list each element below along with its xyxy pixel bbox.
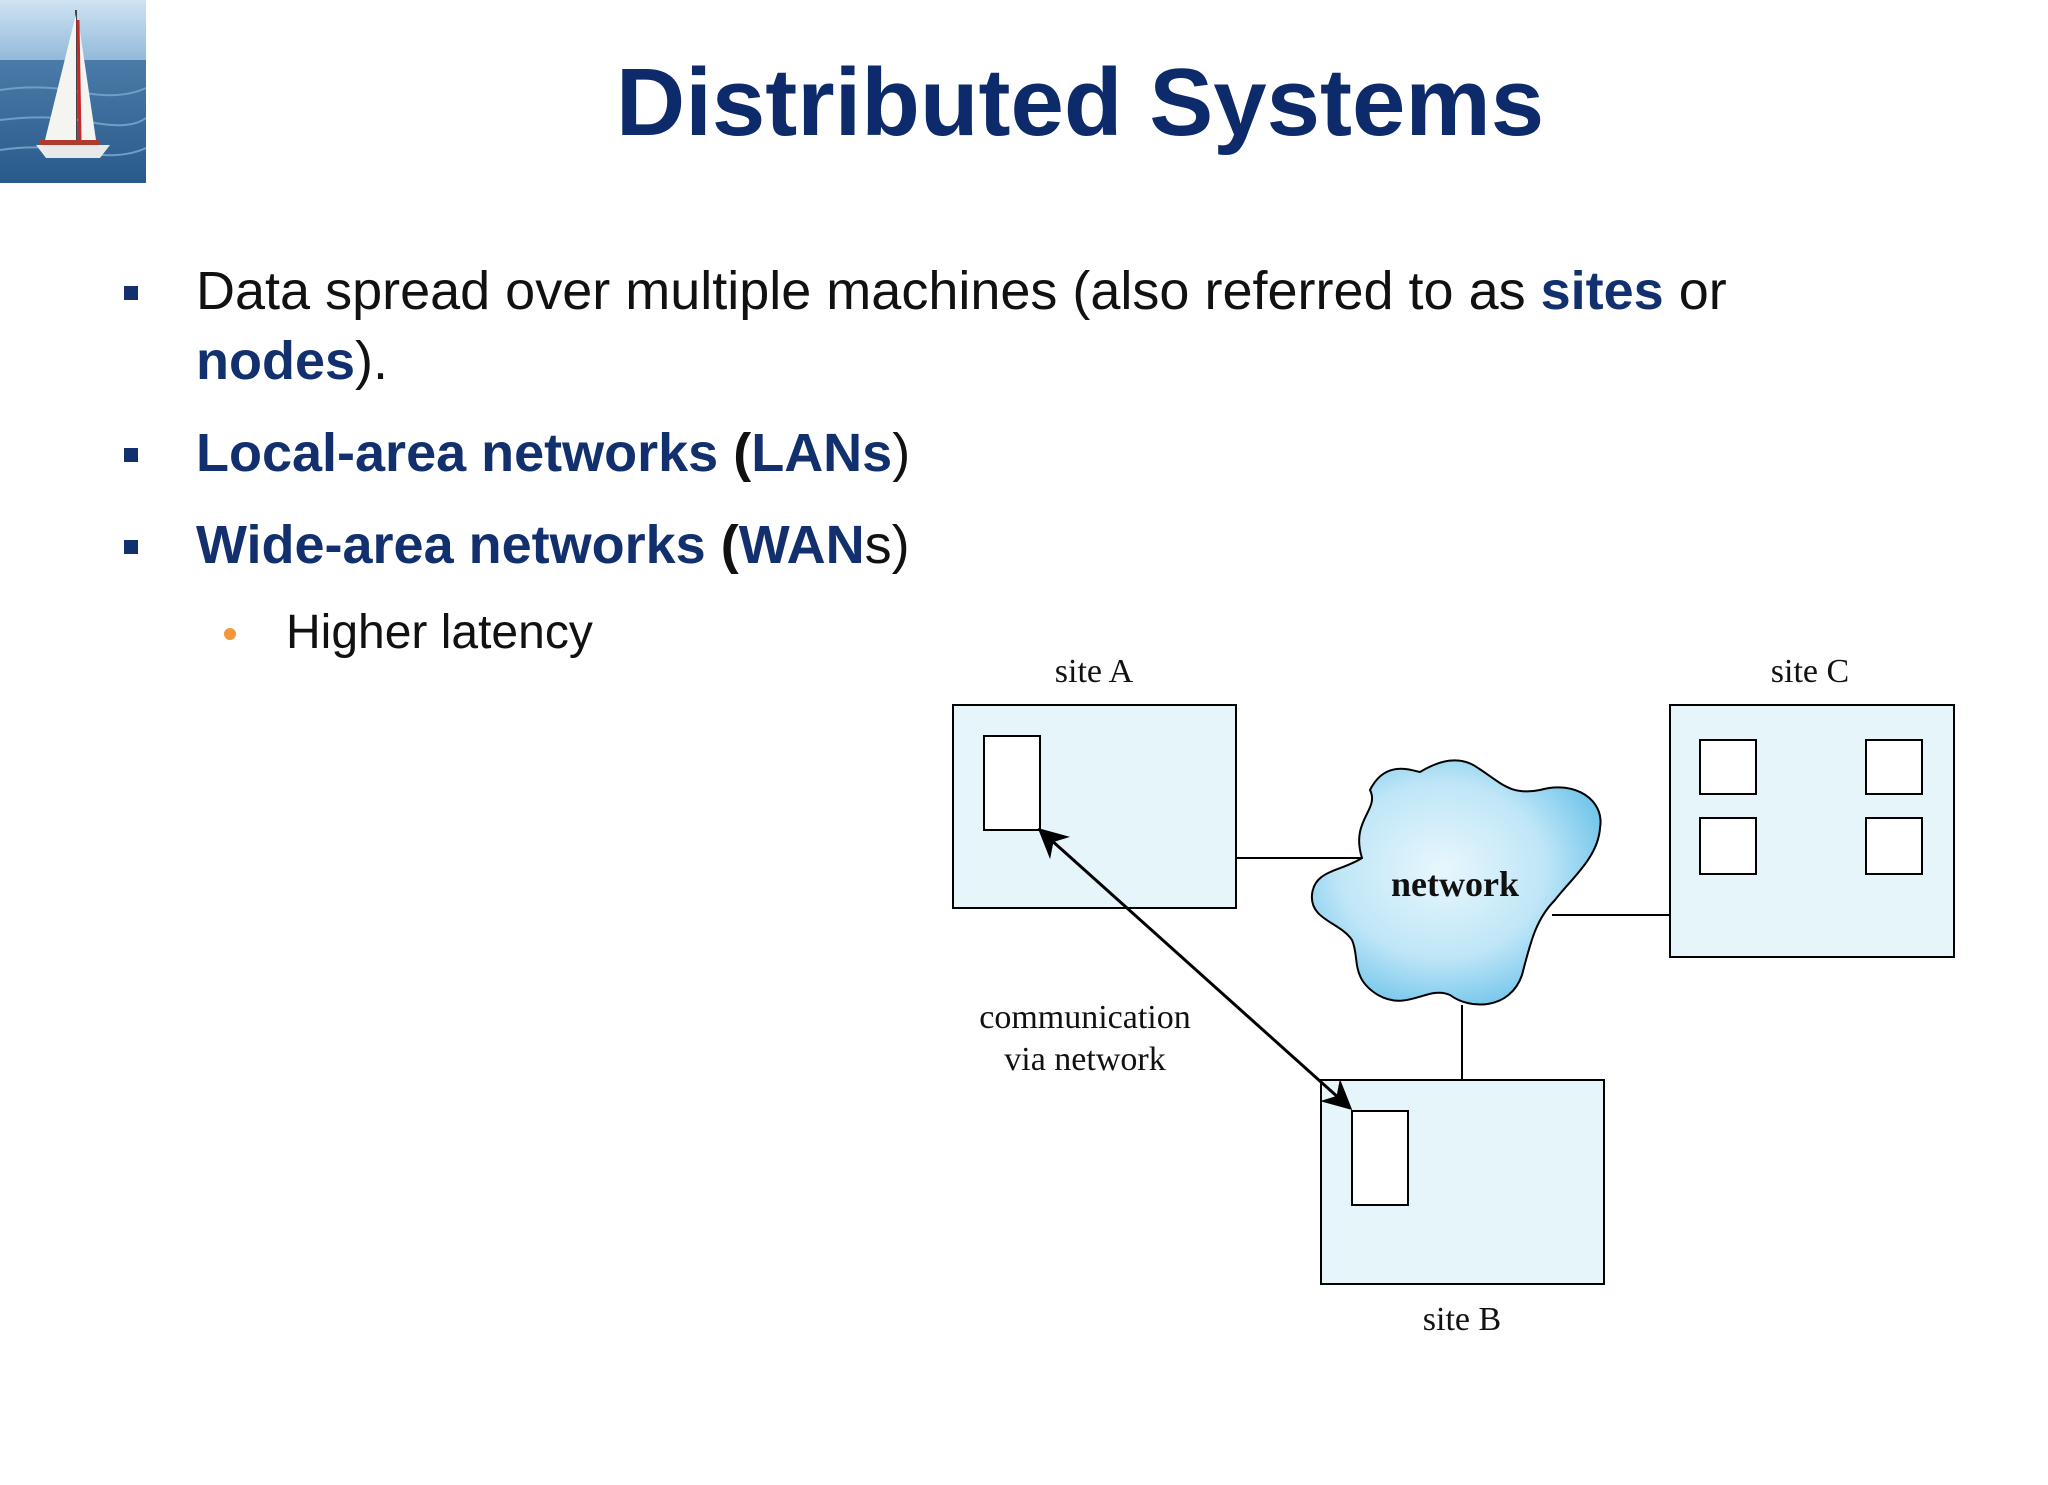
bullet-item-3: Wide-area networks (WANs) [196,510,910,580]
site-c-node [1865,817,1923,875]
bullet-marker [124,448,138,462]
bullet-text: ( [705,515,739,575]
site-b-node [1351,1110,1409,1206]
bullet-item-1: Data spread over multiple machines (also… [196,256,1856,396]
site-a-label: site A [1055,653,1134,690]
sailboat-logo [0,0,146,183]
bullet-text: Data spread over multiple machines (also… [196,261,1541,321]
bullet-text: or [1663,261,1727,321]
site-c-node [1865,739,1923,795]
communication-arrow [1037,827,1353,1111]
term-wans: WAN [738,515,865,575]
site-c-node [1699,817,1757,875]
term-lans: LANs [751,423,893,483]
bullet-text: s) [864,515,910,575]
communication-label-line2: via network [1004,1041,1165,1078]
sub-bullet-item: Higher latency [286,606,593,659]
sub-bullet-marker [224,628,236,640]
bullet-text: ). [355,331,389,391]
site-b-label: site B [1423,1301,1501,1338]
slide-title: Distributed Systems [615,49,1545,156]
bullet-marker [124,286,138,300]
bullet-text: ( [718,423,752,483]
communication-label-line1: communication [979,999,1191,1036]
term-lan: Local-area networks [196,423,719,483]
bullet-item-2: Local-area networks (LANs) [196,418,910,488]
site-c [1669,704,1955,958]
site-a-node [983,735,1041,831]
term-sites: sites [1540,261,1664,321]
bullet-text: ) [892,423,911,483]
site-b [1320,1079,1605,1285]
site-c-label: site C [1771,653,1849,690]
network-cloud [1310,759,1602,1006]
site-c-node [1699,739,1757,795]
term-wan: Wide-area networks [196,515,706,575]
term-nodes: nodes [196,331,356,391]
network-label: network [1391,864,1519,904]
bullet-marker [124,540,138,554]
